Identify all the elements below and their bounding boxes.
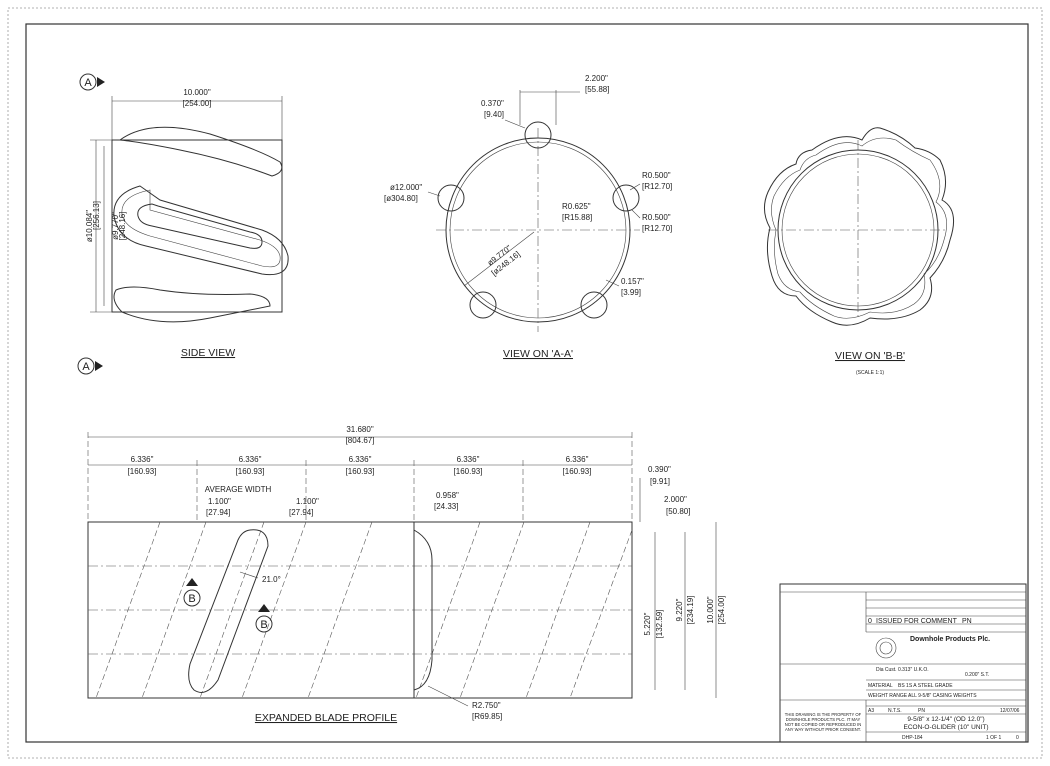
side-width-mm: [254.00] [183,99,212,108]
exp-h1-mm: [132.59] [655,610,664,639]
tb-issued: ISSUED FOR COMMENT [876,618,958,625]
tb-sheet: 1 OF 1 [986,735,1002,741]
side-od-mm: [256.13] [92,201,101,230]
section-marker-b-right: B [255,604,273,633]
title-block: 0 ISSUED FOR COMMENT PN Downhole Product… [779,583,1027,743]
aa-dim-c-in: ø12.000" [390,183,422,192]
aa-dim-e-in: R0.500" [642,171,671,180]
tb-weight-value: ALL 9-5/8" CASING WEIGHTS [908,693,977,699]
aa-dim-a-mm: [55.88] [585,85,609,94]
exp-seg3-mm: [160.93] [346,467,375,476]
exp-avg-width: AVERAGE WIDTH [205,485,272,494]
tb-issue-no: 0 [868,618,872,625]
outer-border [7,7,1043,759]
tb-scale: N.T.S. [888,708,902,714]
exp-h1-in: 5.220" [643,612,652,635]
aa-dim-h-in: 0.157" [621,277,644,286]
exp-end-in: 2.000" [664,495,687,504]
exp-seg2-mm: [160.93] [236,467,265,476]
tb-product-2: ECON-O-GLIDER (10" UNIT) [903,724,988,731]
exp-seg1-in: 6.336" [131,455,154,464]
side-od-in: ø10.084" [85,210,94,242]
view-bb: VIEW ON 'B-B' (SCALE 1:1) [764,127,955,376]
aa-dim-c-mm: [ø304.80] [384,194,418,203]
tb-property-note: THIS DRAWING IS THE PROPERTY OF DOWNHOLE… [784,712,862,732]
aa-dim-d-in: R0.625" [562,202,591,211]
exp-h3-in: 10.000" [706,596,715,623]
inner-border [25,23,1029,743]
view-bb-title: VIEW ON 'B-B' [835,350,905,362]
svg-text:B: B [188,593,195,605]
side-view-title: SIDE VIEW [181,347,235,359]
exp-w1-mm: [27.94] [206,508,230,517]
aa-dim-d-mm: [R15.88] [562,213,592,222]
exp-edge-in: 0.390" [648,465,671,474]
exp-rad-in: R2.750" [472,701,501,710]
side-width-in: 10.000" [183,88,210,97]
exp-w1-in: 1.100" [208,497,231,506]
aa-dim-a-in: 2.200" [585,74,608,83]
tb-company: Downhole Products Plc. [910,636,990,643]
exp-gap-in: 0.958" [436,491,459,500]
svg-text:A: A [84,77,92,89]
tb-product-1: 9-5/8" x 12-1/4" (OD 12.0") [907,716,984,723]
side-view: A 10.000" [254.00] ø10.084" [256.13] ø9.… [77,73,289,375]
expanded-blade-profile: 31.680" [804.67] 6.336" [160.93] 6.336" … [87,425,726,724]
section-marker-a-bottom: A [77,357,103,375]
aa-dim-f-in: R0.500" [642,213,671,222]
aa-dim-b-in: 0.370" [481,99,504,108]
tb-date: 12/07/06 [1000,708,1020,714]
exp-seg4-in: 6.336" [457,455,480,464]
tb-material-value: BS 1S A STEEL GRADE [898,683,953,689]
section-marker-b-left: B [183,578,201,607]
exp-seg2-in: 6.336" [239,455,262,464]
tb-thickness: 0.200" S.T. [965,672,989,678]
svg-text:A: A [82,361,90,373]
exp-angle: 21.0° [262,575,281,584]
section-marker-a-top: A [79,73,105,91]
exp-rad-mm: [R69.85] [472,712,502,721]
exp-h2-mm: [234.19] [686,596,695,625]
tb-drawing-no: DHP-184 [902,735,923,741]
exp-seg5-mm: [160.93] [563,467,592,476]
exp-seg5-in: 6.336" [566,455,589,464]
aa-dim-e-mm: [R12.70] [642,182,672,191]
exp-h3-mm: [254.00] [717,596,726,625]
exp-total-mm: [804.67] [346,436,375,445]
aa-dim-b-mm: [9.40] [484,110,504,119]
view-bb-scale: (SCALE 1:1) [856,370,884,376]
exp-w2-in: 1.100" [296,497,319,506]
tb-by: PN [962,618,972,625]
exp-seg1-mm: [160.93] [128,467,157,476]
exp-seg3-in: 6.336" [349,455,372,464]
side-id-in: ø9.770" [111,212,120,240]
svg-text:B: B [260,619,267,631]
tb-od-note: Dia Cust. 0.313" U.K.O. [876,667,929,673]
view-aa: 2.200" [55.88] 0.370" [9.40] ø12.000" [ø… [384,74,672,360]
exp-end-mm: [50.80] [666,507,690,516]
view-aa-title: VIEW ON 'A-A' [503,348,573,360]
tb-weight-label: WEIGHT RANGE : [868,693,910,699]
exp-w2-mm: [27.94] [289,508,313,517]
company-logo-icon [875,637,897,659]
tb-size: A3 [868,708,874,714]
aa-dim-f-mm: [R12.70] [642,224,672,233]
exp-seg4-mm: [160.93] [454,467,483,476]
exp-h2-in: 9.220" [675,598,684,621]
exp-gap-mm: [24.33] [434,502,458,511]
tb-material-label: MATERIAL [868,683,893,689]
exp-total-in: 31.680" [346,425,373,434]
expanded-title: EXPANDED BLADE PROFILE [255,712,397,724]
tb-rev: 0 [1016,735,1019,741]
tb-drawn: PN [918,708,925,714]
aa-dim-h-mm: [3.99] [621,288,641,297]
side-id-mm: [248.16] [118,212,127,241]
exp-edge-mm: [9.91] [650,477,670,486]
